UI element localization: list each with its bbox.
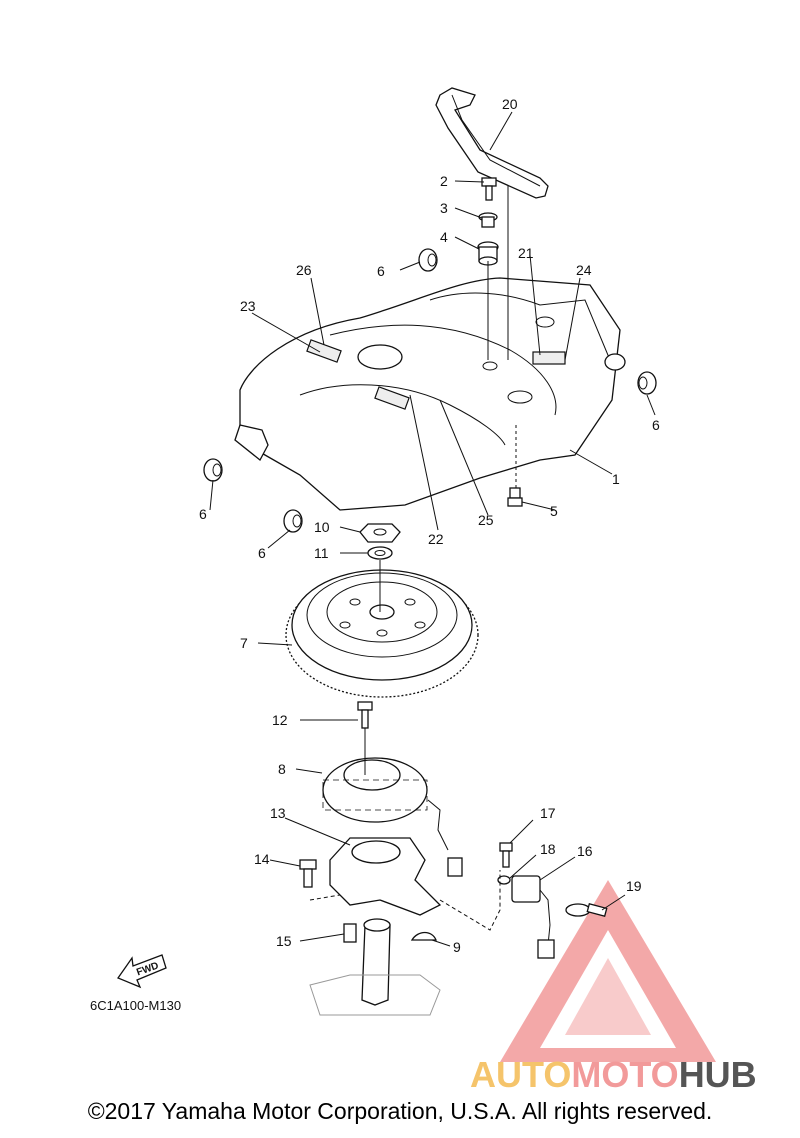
callout-25: 25 xyxy=(478,512,494,528)
callout-6-a: 6 xyxy=(377,263,385,279)
bolt-17 xyxy=(499,842,513,868)
callout-2: 2 xyxy=(440,173,448,189)
washer-11 xyxy=(367,546,393,560)
callout-9: 9 xyxy=(453,939,461,955)
callout-21: 21 xyxy=(518,245,534,261)
bolt-5 xyxy=(507,487,523,507)
flywheel-cover xyxy=(234,277,626,511)
stator xyxy=(322,757,463,877)
hose-part xyxy=(435,87,549,199)
ignition-coil xyxy=(511,875,555,959)
callout-15: 15 xyxy=(276,933,292,949)
svg-text:AUTOMOTOHUB: AUTOMOTOHUB xyxy=(470,1054,757,1095)
copyright-notice: ©2017 Yamaha Motor Corporation, U.S.A. A… xyxy=(87,1098,713,1124)
watermark-auto: AUTO xyxy=(470,1054,571,1095)
nut-10 xyxy=(359,523,401,543)
callout-10: 10 xyxy=(314,519,330,535)
grommet-6-a xyxy=(418,248,438,272)
callout-22: 22 xyxy=(428,531,444,547)
washer-18 xyxy=(497,875,511,885)
collar-3 xyxy=(478,212,498,228)
grommet-6-d xyxy=(283,509,303,533)
callout-19: 19 xyxy=(626,878,642,894)
callout-17: 17 xyxy=(540,805,556,821)
clamp-19 xyxy=(565,903,608,917)
bolt-2 xyxy=(481,177,497,201)
callout-11: 11 xyxy=(314,545,329,561)
grommet-6-b xyxy=(637,371,657,395)
sleeve-15 xyxy=(343,923,357,943)
diagram-code: 6C1A100-M130 xyxy=(90,998,181,1013)
callout-5: 5 xyxy=(550,503,558,519)
callout-14: 14 xyxy=(254,851,270,867)
watermark-moto: MOTO xyxy=(571,1054,678,1095)
callout-4: 4 xyxy=(440,229,448,245)
callout-labels: 1 2 3 4 5 6 6 6 6 7 8 9 10 11 12 13 14 1… xyxy=(199,96,660,955)
bolt-14 xyxy=(299,859,317,888)
leader-lines xyxy=(209,111,656,947)
crankshaft xyxy=(309,918,441,1016)
callout-6-b: 6 xyxy=(652,417,660,433)
callout-20: 20 xyxy=(502,96,518,112)
callout-12: 12 xyxy=(272,712,288,728)
base-plate xyxy=(329,837,442,916)
callout-13: 13 xyxy=(270,805,286,821)
grommet-4 xyxy=(477,241,499,266)
callout-1: 1 xyxy=(612,471,620,487)
watermark-hub: HUB xyxy=(679,1054,757,1095)
callout-23: 23 xyxy=(240,298,256,314)
watermark-text: AUTOMOTOHUB xyxy=(470,1054,757,1095)
flywheel xyxy=(285,569,479,698)
callout-16: 16 xyxy=(577,843,593,859)
callout-3: 3 xyxy=(440,200,448,216)
watermark-logo xyxy=(500,880,716,1062)
key-9 xyxy=(410,931,437,941)
bolt-12 xyxy=(357,701,373,729)
callout-24: 24 xyxy=(576,262,592,278)
callout-6-d: 6 xyxy=(258,545,266,561)
callout-6-c: 6 xyxy=(199,506,207,522)
grommet-6-c xyxy=(203,458,223,482)
fwd-arrow-icon: FWD xyxy=(117,954,167,989)
callout-7: 7 xyxy=(240,635,248,651)
callout-26: 26 xyxy=(296,262,312,278)
callout-8: 8 xyxy=(278,761,286,777)
callout-18: 18 xyxy=(540,841,556,857)
